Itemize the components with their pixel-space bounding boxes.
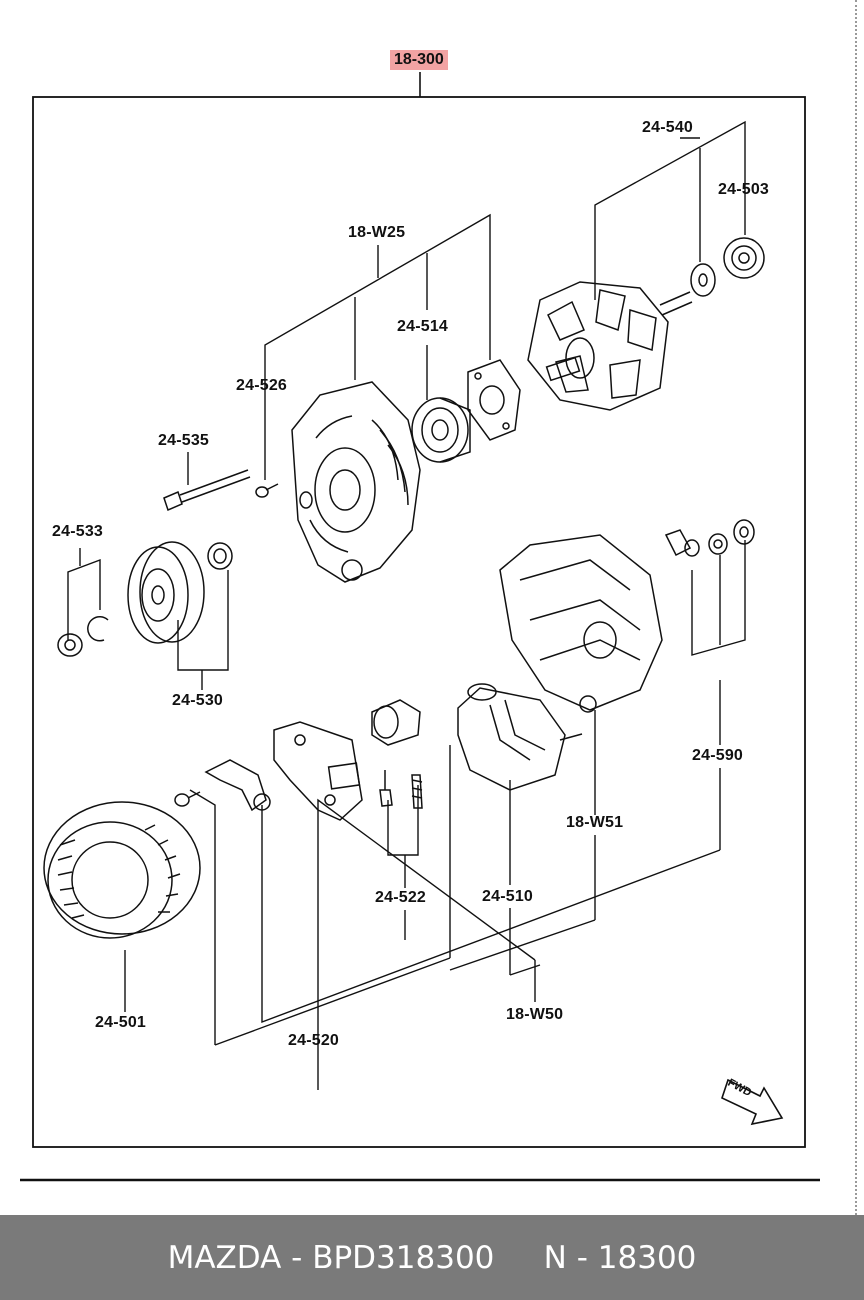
footer-group-number: 18300 [597,1239,697,1276]
terminal-nut [733,519,755,545]
alternator-exploded-diagram [20,72,820,1182]
callout-18-W50: 18-W50 [506,1006,564,1023]
callout-24-522: 24-522 [375,889,427,906]
callout-24-526: 24-526 [236,377,288,394]
footer-part-number: BPD318300 [312,1239,495,1276]
callout-24-514: 24-514 [397,318,449,335]
callout-24-520: 24-520 [288,1032,340,1049]
rotor-washer [690,263,716,297]
front-housing [291,381,421,583]
footer-bar: MAZDA - BPD318300 N - 18300 [0,1215,864,1300]
footer-group-prefix: N [543,1239,567,1276]
through-bolt [163,469,251,512]
rotor-assembly [527,281,693,411]
callout-18-W25: 18-W25 [348,224,406,241]
terminal-washer [708,533,728,555]
footer-separator: - [281,1239,313,1276]
callout-24-501: 24-501 [95,1014,147,1031]
bearing-retainer-plate [467,359,521,441]
slip-ring-bearing [723,237,765,279]
callout-24-535: 24-535 [158,432,210,449]
terminal-bolt [664,529,700,557]
leader-lines [67,120,746,1090]
callout-24-503: 24-503 [718,181,770,198]
front-bearing [411,397,471,463]
snap-ring [87,616,109,642]
assembly-tag: 18-300 [390,50,448,70]
callout-24-530: 24-530 [172,692,224,709]
callout-24-590: 24-590 [692,747,744,764]
stator [43,801,201,939]
rear-housing [499,534,663,713]
pulley-nut [57,633,83,657]
footer-separator-2: - [566,1239,598,1276]
pulley [127,541,205,644]
regulator [273,721,363,821]
pulley-spacer [207,542,233,570]
callout-24-540: 24-540 [642,119,694,136]
callout-24-510: 24-510 [482,888,534,905]
page-edge-perforation [855,0,863,1215]
rectifier [457,683,583,791]
housing-screw [255,483,279,498]
callout-18-W51: 18-W51 [566,814,624,831]
callout-24-533: 24-533 [52,523,104,540]
brush-holder [371,699,423,809]
footer-brand: MAZDA [167,1239,282,1276]
bracket-screw [174,791,201,807]
terminal-bracket [204,759,271,812]
fwd-arrow-shape [721,1078,784,1126]
diagram-frame [32,96,806,1148]
